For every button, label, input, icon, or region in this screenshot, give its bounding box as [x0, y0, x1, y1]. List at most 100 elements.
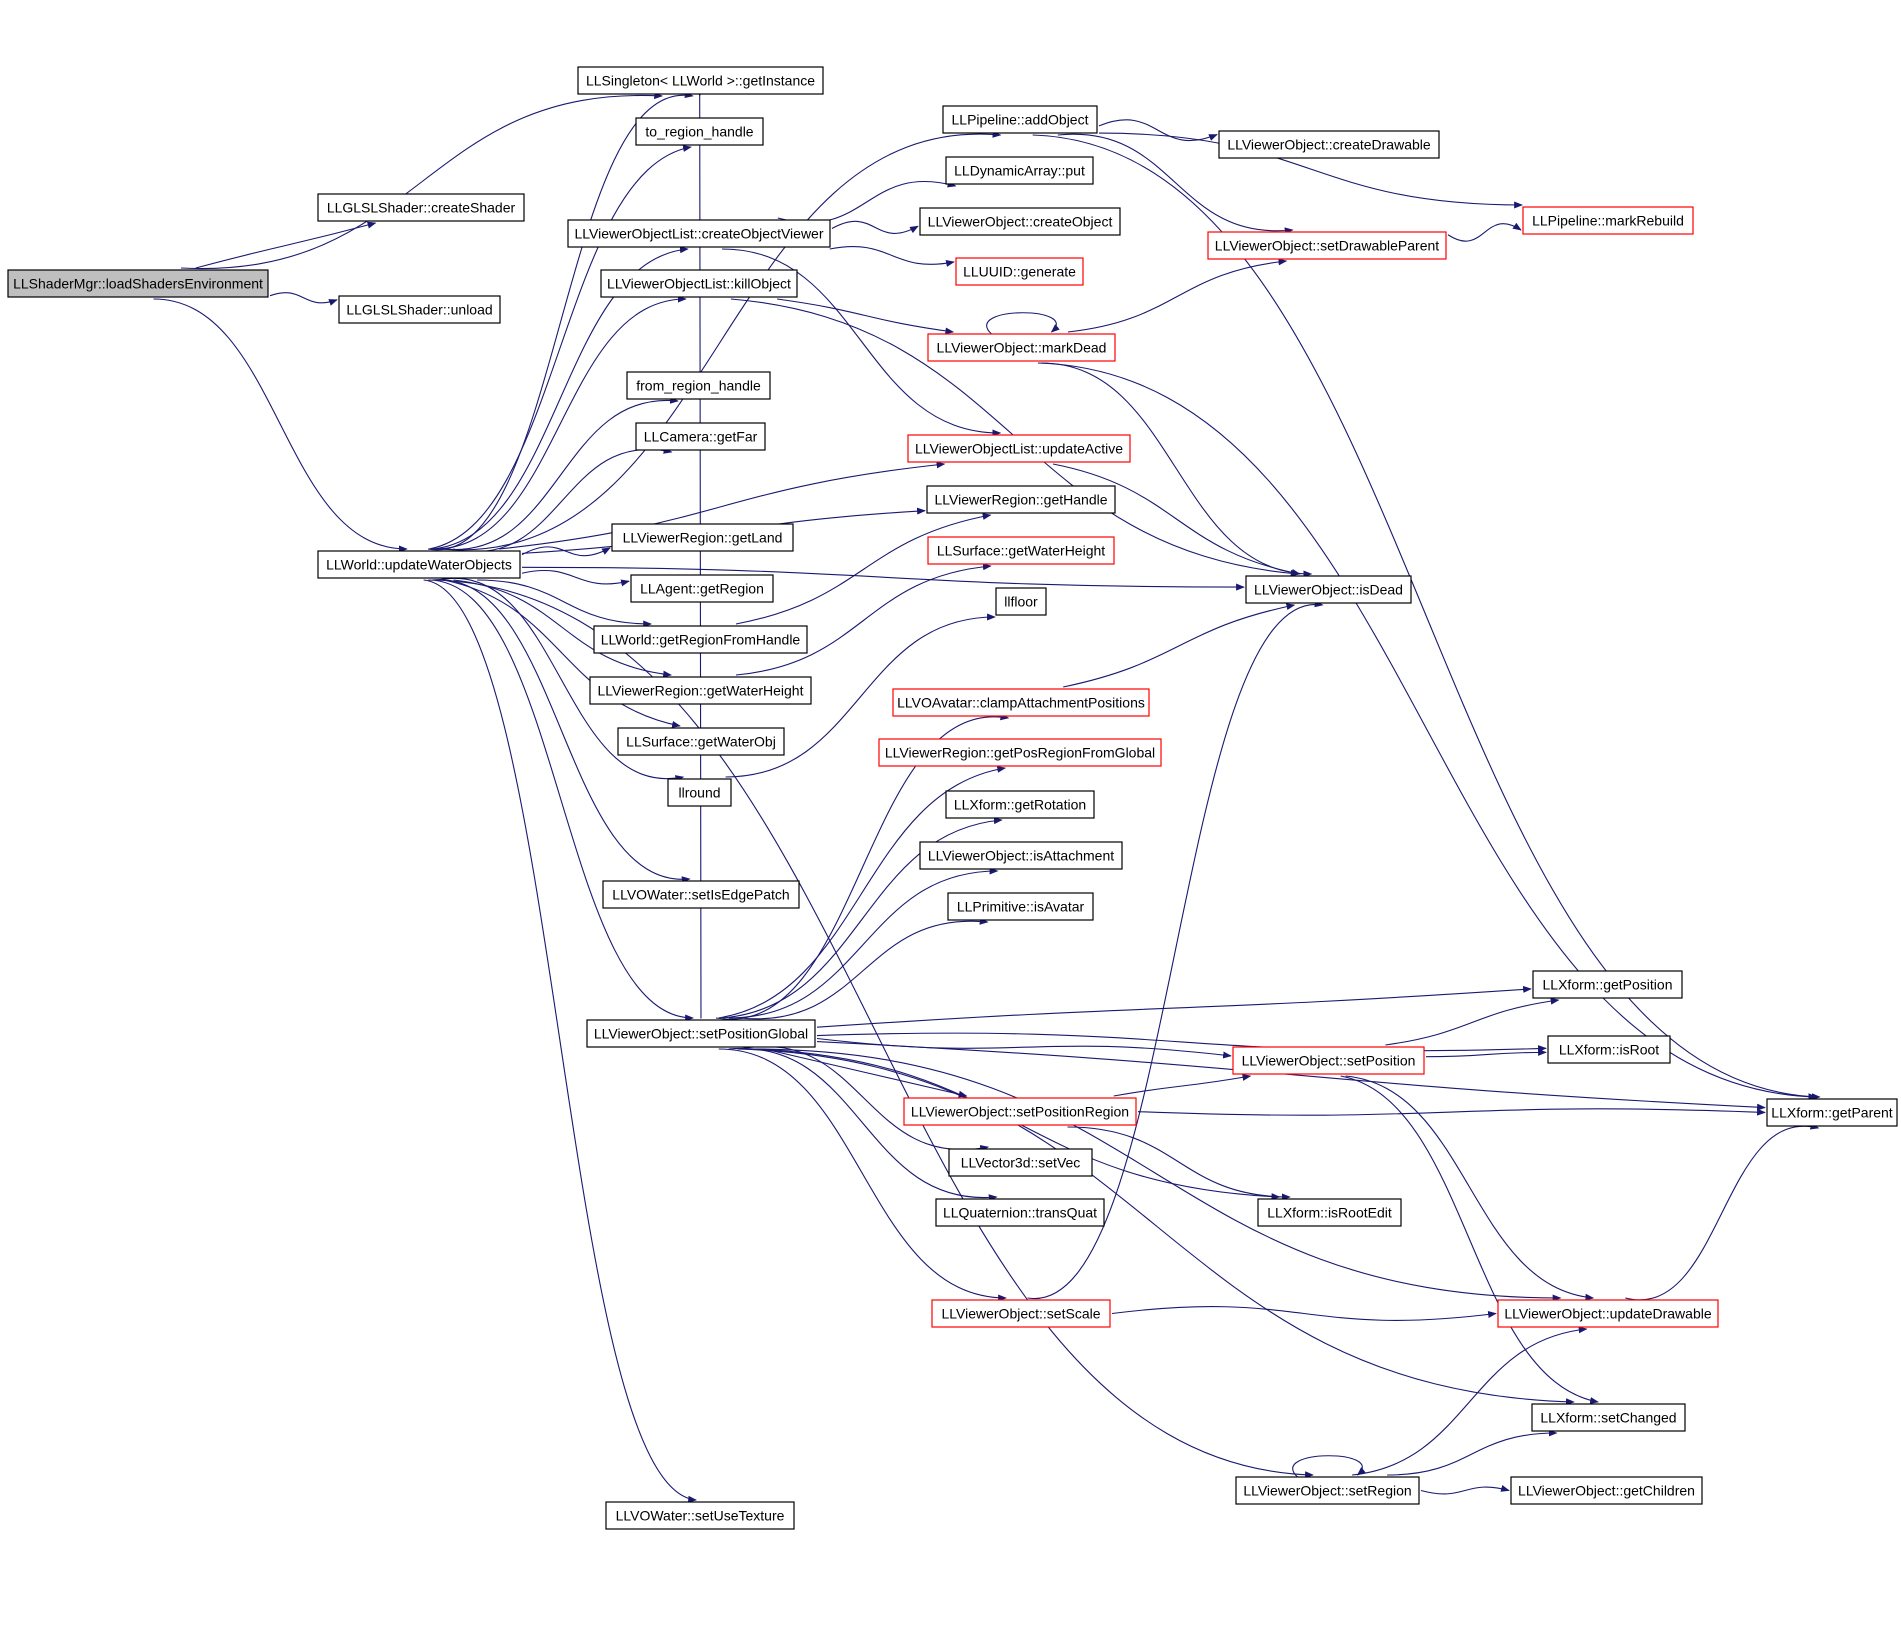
node-n25[interactable]: LLViewerObjectList::updateActive: [907, 434, 1131, 463]
node-n18[interactable]: LLViewerObject::setPositionGlobal: [586, 1019, 816, 1048]
node-n11[interactable]: LLViewerRegion::getLand: [611, 523, 794, 552]
node-n27[interactable]: LLSurface::getWaterHeight: [927, 536, 1115, 565]
node-n26[interactable]: LLViewerRegion::getHandle: [926, 485, 1116, 514]
node-n37[interactable]: LLViewerObject::setScale: [931, 1299, 1111, 1328]
node-n44[interactable]: LLPipeline::markRebuild: [1522, 206, 1694, 235]
node-n13[interactable]: LLWorld::getRegionFromHandle: [593, 625, 808, 654]
node-label: LLPipeline::addObject: [952, 112, 1089, 128]
node-n49[interactable]: LLViewerObject::getChildren: [1510, 1476, 1703, 1505]
node-n2[interactable]: LLGLSLShader::createShader: [317, 193, 525, 222]
node-box: [1207, 231, 1447, 260]
node-n3[interactable]: LLGLSLShader::unload: [338, 295, 501, 324]
node-n38[interactable]: LLViewerObject::createDrawable: [1218, 130, 1440, 159]
node-n22[interactable]: LLViewerObject::createObject: [919, 207, 1121, 236]
edge-n18-n31: [722, 817, 1003, 1019]
edge-n4-n16: [437, 577, 685, 782]
node-box: [1257, 1198, 1402, 1227]
node-label: LLViewerObject::getChildren: [1518, 1483, 1695, 1499]
node-n10[interactable]: LLCamera::getFar: [635, 422, 766, 451]
edge-n4-n5: [427, 91, 694, 551]
edge-n4-n43: [434, 579, 1314, 1479]
node-n35[interactable]: LLVector3d::setVec: [948, 1148, 1093, 1177]
edge-n4-n14: [453, 579, 672, 678]
node-label: LLCamera::getFar: [644, 429, 758, 445]
node-n32[interactable]: LLViewerObject::isAttachment: [919, 841, 1123, 870]
node-box: [926, 485, 1116, 514]
node-box: [931, 1299, 1111, 1328]
node-n29[interactable]: LLVOAvatar::clampAttachmentPositions: [892, 688, 1150, 717]
edge-n29-n40: [1063, 603, 1296, 688]
node-label: LLPipeline::markRebuild: [1532, 213, 1684, 229]
node-n40[interactable]: LLViewerObject::isDead: [1245, 575, 1412, 604]
edge-n7-n25: [722, 248, 1002, 437]
node-label: LLXform::isRoot: [1559, 1042, 1659, 1058]
node-n36[interactable]: LLQuaternion::transQuat: [935, 1198, 1105, 1227]
node-label: LLViewerRegion::getWaterHeight: [598, 683, 804, 699]
node-n23[interactable]: LLUUID::generate: [955, 257, 1084, 286]
node-n43[interactable]: LLViewerObject::setRegion: [1235, 1476, 1420, 1505]
edge-n16-n28: [725, 613, 996, 778]
node-n16[interactable]: llround: [667, 778, 732, 807]
node-box: [626, 371, 771, 400]
edge-n14-n27: [735, 563, 992, 676]
node-n5[interactable]: LLSingleton< LLWorld >::getInstance: [577, 66, 824, 95]
edge-n41-n45: [1385, 997, 1560, 1046]
node-label: LLXform::getRotation: [954, 797, 1086, 813]
node-n1[interactable]: LLShaderMgr::loadShadersEnvironment: [7, 269, 269, 298]
node-n19[interactable]: LLVOWater::setUseTexture: [605, 1501, 795, 1530]
node-n21[interactable]: LLDynamicArray::put: [945, 156, 1094, 185]
node-n24[interactable]: LLViewerObject::markDead: [927, 333, 1116, 362]
node-n7[interactable]: LLViewerObjectList::createObjectViewer: [567, 219, 831, 248]
edge-n20-n50: [1032, 134, 1821, 1101]
node-n48[interactable]: LLXform::setChanged: [1531, 1403, 1686, 1432]
node-label: LLSurface::getWaterObj: [626, 734, 776, 750]
node-box: [617, 727, 785, 756]
edge-n4-n10: [452, 446, 673, 553]
node-n12[interactable]: LLAgent::getRegion: [630, 574, 774, 603]
node-box: [317, 193, 525, 222]
edge-n18-n48: [737, 1048, 1575, 1406]
node-label: LLPrimitive::isAvatar: [957, 899, 1085, 915]
node-n50[interactable]: LLXform::getParent: [1766, 1098, 1898, 1127]
node-label: LLViewerRegion::getHandle: [934, 492, 1107, 508]
node-n8[interactable]: LLViewerObjectList::killObject: [600, 269, 798, 298]
node-n4[interactable]: LLWorld::updateWaterObjects: [317, 550, 521, 579]
node-n9[interactable]: from_region_handle: [626, 371, 771, 400]
node-n6[interactable]: to_region_handle: [635, 117, 764, 146]
edge-n18-n37: [718, 1048, 1007, 1302]
node-n30[interactable]: LLViewerRegion::getPosRegionFromGlobal: [878, 738, 1162, 767]
edge-n4-n11: [521, 546, 611, 557]
node-label: LLGLSLShader::unload: [346, 302, 492, 318]
node-n46[interactable]: LLXform::isRoot: [1547, 1035, 1671, 1064]
edge-n18-n30: [718, 765, 1007, 1019]
node-n39[interactable]: LLViewerObject::setDrawableParent: [1207, 231, 1447, 260]
node-n34[interactable]: LLViewerObject::setPositionRegion: [903, 1097, 1137, 1126]
node-label: LLWorld::getRegionFromHandle: [601, 632, 801, 648]
node-box: [602, 880, 800, 909]
node-n45[interactable]: LLXform::getPosition: [1532, 970, 1683, 999]
node-n33[interactable]: LLPrimitive::isAvatar: [947, 892, 1094, 921]
node-n41[interactable]: LLViewerObject::setPosition: [1232, 1046, 1425, 1075]
node-n17[interactable]: LLVOWater::setIsEdgePatch: [602, 880, 800, 909]
node-n20[interactable]: LLPipeline::addObject: [942, 105, 1098, 134]
node-label: LLViewerObject::setDrawableParent: [1215, 238, 1439, 254]
edge-n7-n23: [829, 246, 955, 267]
node-box: [1235, 1476, 1420, 1505]
edge-n43-n43: [1292, 1455, 1366, 1478]
node-label: LLVOWater::setUseTexture: [616, 1508, 785, 1524]
node-box: [635, 117, 764, 146]
node-label: LLGLSLShader::createShader: [327, 200, 516, 216]
node-n42[interactable]: LLXform::isRootEdit: [1257, 1198, 1402, 1227]
node-box: [927, 536, 1115, 565]
node-n47[interactable]: LLViewerObject::updateDrawable: [1497, 1299, 1719, 1328]
node-n14[interactable]: LLViewerRegion::getWaterHeight: [589, 676, 812, 705]
node-box: [605, 1501, 795, 1530]
node-label: LLXform::isRootEdit: [1267, 1205, 1392, 1221]
node-n15[interactable]: LLSurface::getWaterObj: [617, 727, 785, 756]
node-label: LLAgent::getRegion: [640, 581, 764, 597]
edge-n7-n22: [831, 220, 919, 234]
edge-n4-n13: [477, 579, 653, 628]
node-n28[interactable]: llfloor: [995, 587, 1047, 616]
node-n31[interactable]: LLXform::getRotation: [945, 790, 1095, 819]
edge-n41-n46: [1425, 1048, 1547, 1058]
